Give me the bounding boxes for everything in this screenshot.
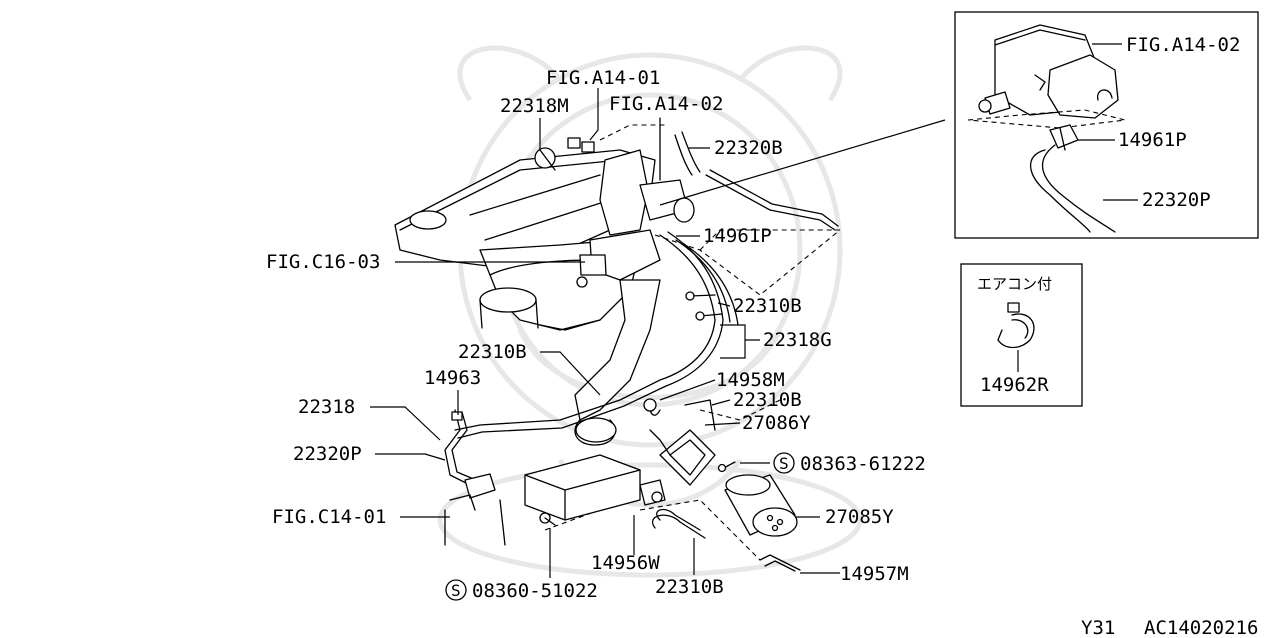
bolt-08363: [717, 461, 736, 473]
hose-14958m: [643, 398, 671, 456]
screw-symbol-08360-letter: S: [451, 581, 461, 600]
label-fig-a14-02: FIG.A14-02: [609, 93, 723, 115]
bolt-08360: [539, 512, 556, 526]
label-08363-61222: 08363-61222: [800, 453, 926, 475]
inset-detail-top: FIG.A14-02 14961P 22320P: [954, 11, 1259, 239]
ac-caption: エアコン付: [977, 275, 1052, 293]
label-22310b-1: 22310B: [733, 295, 802, 317]
hose-22310b-lower: [652, 508, 706, 539]
inset-label-22320p: 22320P: [1142, 189, 1211, 211]
top-fittings: [534, 137, 595, 171]
label-14958m: 14958M: [716, 369, 785, 391]
label-22320p: 22320P: [293, 443, 362, 465]
label-22310b-4: 22310B: [655, 576, 724, 598]
screw-symbol-08360: [445, 579, 467, 601]
canister-bracket-27086y: [659, 399, 716, 486]
canister-27085y: [724, 474, 798, 537]
label-22318m: 22318M: [500, 95, 569, 117]
hose-22320b: [674, 131, 839, 231]
label-22310b-2: 22310B: [458, 341, 527, 363]
clip-14956w: [639, 479, 666, 506]
label-fig-c16-03: FIG.C16-03: [266, 251, 380, 273]
footer-code: AC14020216: [1144, 617, 1258, 638]
left-hose-assembly: [444, 409, 506, 546]
pipe-14957m: [759, 554, 801, 572]
footer-model: Y31: [1081, 617, 1115, 638]
label-22318g: 22318G: [763, 329, 832, 351]
inset-ac-detail: エアコン付 14962R: [960, 263, 1083, 407]
label-fig-a14-01: FIG.A14-01: [546, 67, 660, 89]
label-22318: 22318: [298, 396, 355, 418]
inset-label-fig-a14-02: FIG.A14-02: [1126, 34, 1240, 56]
throttle-body-intake-duct: [574, 149, 661, 446]
label-14962r: 14962R: [980, 374, 1049, 396]
label-08360-51022: 08360-51022: [472, 580, 598, 602]
label-fig-c14-01: FIG.C14-01: [272, 506, 386, 528]
label-27085y: 27085Y: [825, 506, 894, 528]
vacuum-control-valve: [639, 117, 695, 223]
label-22320b: 22320B: [714, 137, 783, 159]
label-22310b-3: 22310B: [733, 389, 802, 411]
screw-symbol-08363: [773, 452, 795, 474]
screw-symbol-08363-letter: S: [779, 454, 789, 473]
label-14957m: 14957M: [840, 563, 909, 585]
label-27086y: 27086Y: [742, 412, 811, 434]
leader-lines: [370, 88, 946, 578]
bracket-box-lower: [524, 454, 641, 521]
label-14961p: 14961P: [703, 225, 772, 247]
label-14956w: 14956W: [591, 552, 660, 574]
inset-label-14961p: 14961P: [1118, 129, 1187, 151]
label-14963: 14963: [424, 367, 481, 389]
